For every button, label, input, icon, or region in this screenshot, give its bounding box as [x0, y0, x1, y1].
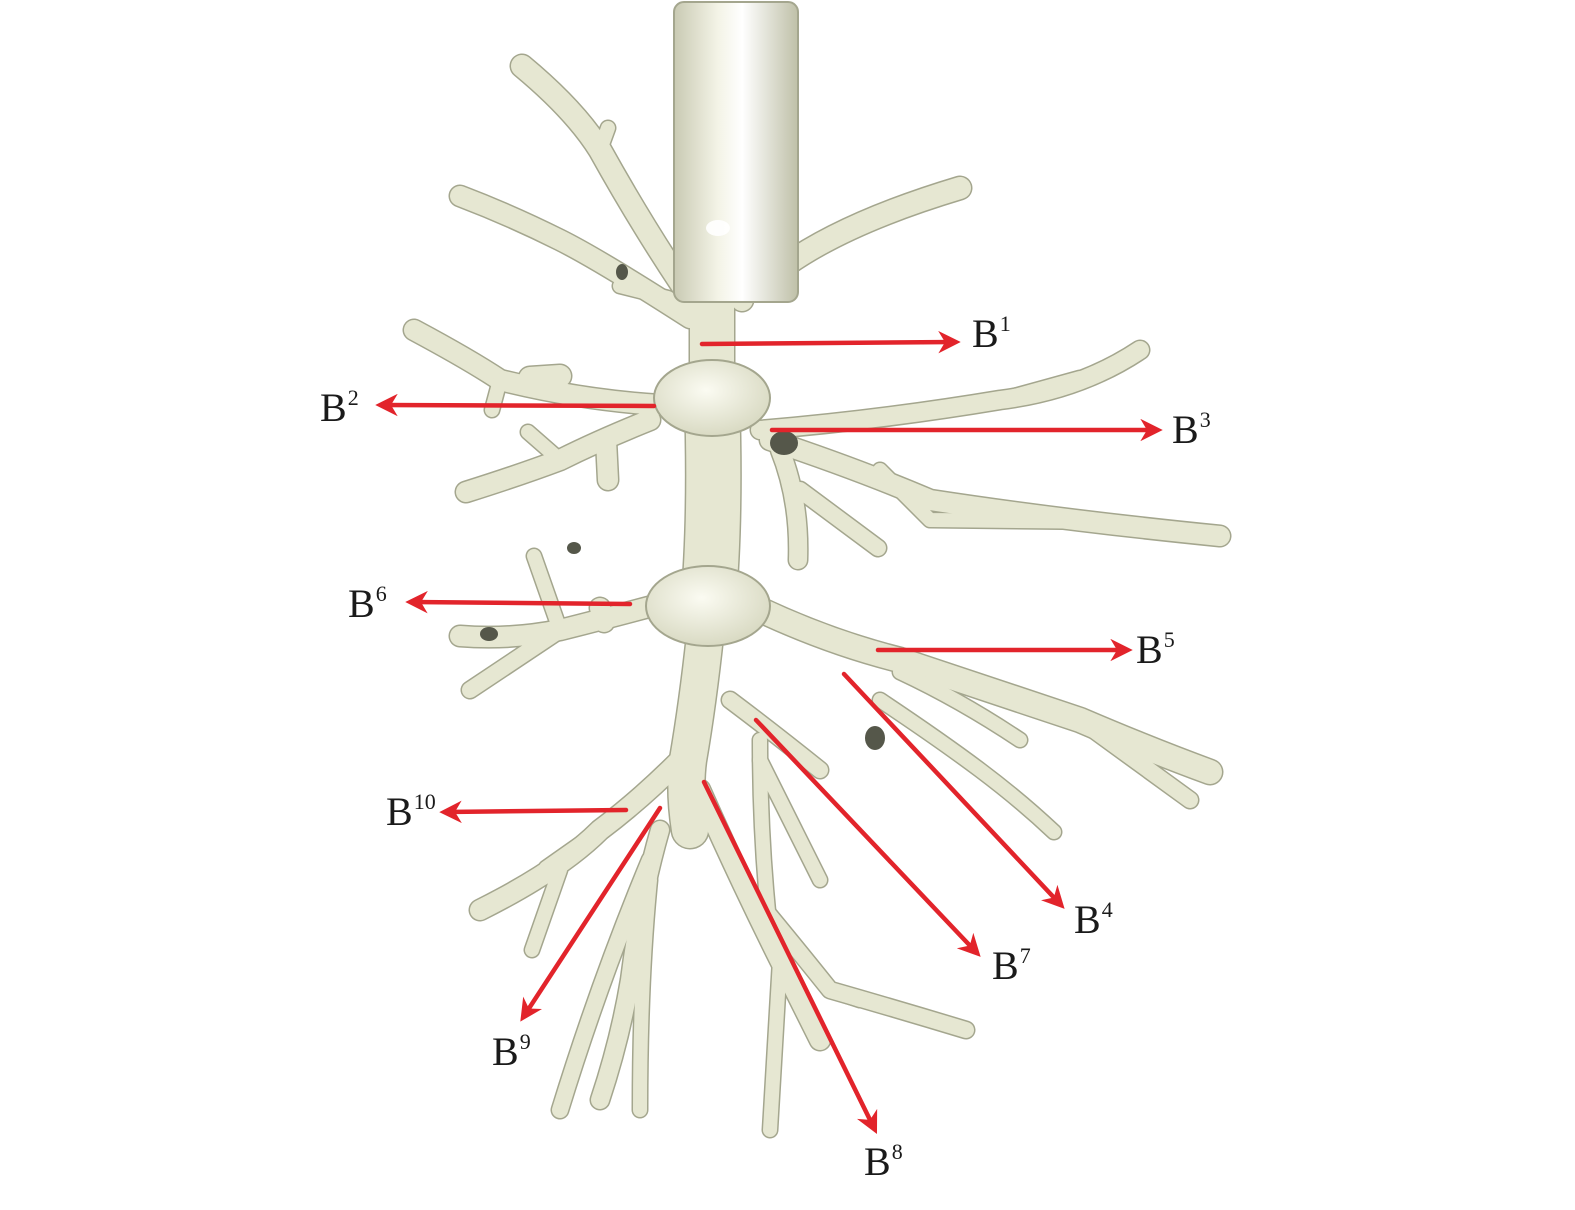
- label-b3: B3: [1172, 407, 1211, 452]
- cut-stub: [480, 627, 498, 641]
- airway-branch: [590, 598, 614, 632]
- airway-branches: [404, 55, 1230, 1137]
- airway-branch: [593, 121, 615, 157]
- label-b4: B4: [1074, 897, 1113, 942]
- label-b9: B9: [492, 1029, 531, 1074]
- airway-branch: [462, 622, 568, 698]
- cut-stub: [770, 431, 798, 455]
- airway-branch: [722, 692, 828, 778]
- airway-branch: [690, 780, 830, 1050]
- annotation-arrows: [375, 330, 1163, 1135]
- airway-branch: [873, 693, 1061, 839]
- airway-branch: [1072, 712, 1198, 808]
- cut-stub: [865, 726, 885, 750]
- airway-branch: [552, 852, 658, 1118]
- lower-junction: [645, 565, 771, 647]
- arrow-b10: [439, 800, 629, 824]
- airway-branch: [519, 365, 571, 389]
- arrow-b1: [699, 330, 961, 354]
- airway-branch: [668, 588, 726, 848]
- airway-branch: [539, 823, 607, 875]
- arrow-b6: [405, 590, 633, 614]
- airway-branch: [633, 873, 657, 1117]
- label-b5: B5: [1136, 627, 1175, 672]
- airway-branch: [728, 588, 1222, 784]
- label-b10: B10: [386, 789, 436, 834]
- airway-branch: [521, 425, 567, 467]
- airway-branch: [527, 549, 567, 637]
- airway-branch: [771, 441, 808, 569]
- airway-branch: [873, 463, 1117, 529]
- upper-junction: [653, 359, 771, 437]
- main-bronchus-trunk: [673, 1, 799, 303]
- arrow-b7: [753, 717, 981, 957]
- airway-branch: [763, 953, 787, 1137]
- airway-branch: [993, 371, 1087, 407]
- airway-branch: [613, 279, 675, 305]
- cut-stub: [567, 542, 581, 554]
- airway-branch: [893, 665, 1027, 747]
- arrow-b8: [701, 779, 878, 1135]
- label-b8: B8: [864, 1139, 903, 1184]
- airway-branch: [760, 430, 1230, 546]
- trunk-highlight: [706, 220, 730, 236]
- airway-branch: [751, 341, 1149, 439]
- cut-stub: [616, 264, 628, 280]
- label-b6: B6: [348, 581, 387, 626]
- label-b1: B1: [972, 311, 1011, 356]
- airway-branch: [823, 983, 867, 1007]
- arrow-b2: [375, 393, 657, 417]
- arrow-b4: [841, 671, 1065, 909]
- label-b2: B2: [320, 385, 359, 430]
- airway-branch: [792, 482, 886, 556]
- airway-branch: [525, 863, 567, 957]
- label-b7: B7: [992, 943, 1031, 988]
- arrow-b9: [520, 805, 663, 1022]
- airway-branch: [596, 430, 618, 490]
